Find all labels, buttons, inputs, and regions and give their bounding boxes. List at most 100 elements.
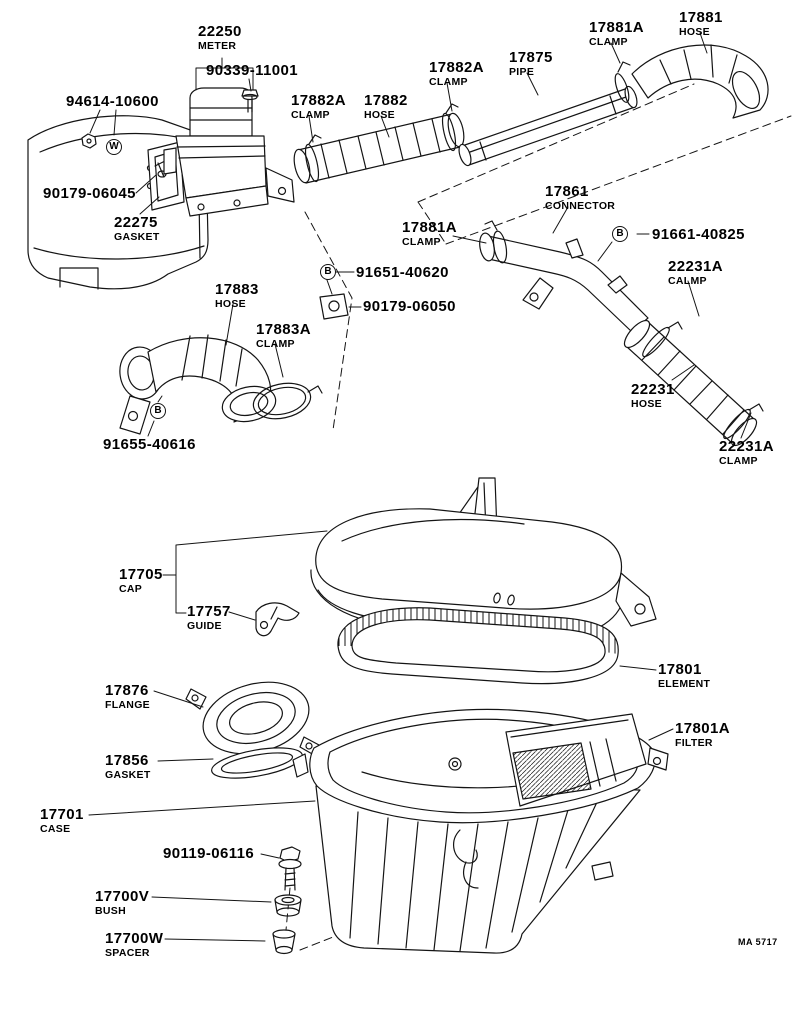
bolt-90339-11001-drawing	[241, 89, 259, 113]
clamp-22231a-top-drawing	[642, 321, 683, 358]
connector-17861-drawing	[479, 232, 649, 333]
part-number: 17882A	[291, 92, 346, 109]
bolt-marker-icon-91651: B	[320, 264, 336, 280]
part-number: 17882A	[429, 59, 484, 76]
washer-marker-icon: W	[106, 139, 122, 155]
bolt-marker-icon-91655: B	[150, 403, 166, 419]
part-number: 17881A	[402, 219, 457, 236]
hose-17883-drawing	[119, 334, 277, 435]
clamp-17881a-mid-drawing	[484, 220, 508, 264]
part-desc: PIPE	[509, 65, 535, 78]
part-number: 17757	[187, 603, 231, 620]
part-number: 17801	[658, 661, 702, 678]
part-number: 22231A	[668, 258, 723, 275]
part-desc: HOSE	[364, 108, 395, 121]
part-desc: HOSE	[679, 25, 710, 38]
part-number: 22231A	[719, 438, 774, 455]
part-number: 94614-10600	[66, 93, 159, 110]
part-number: 17856	[105, 752, 149, 769]
part-desc: CLAMP	[256, 337, 295, 350]
part-desc: CONNECTOR	[545, 199, 616, 212]
part-desc: GUIDE	[187, 619, 222, 632]
hose-17882-drawing	[293, 112, 465, 184]
bolt-90119-06116-drawing	[278, 846, 302, 891]
bracket-90179-06050-drawing	[319, 293, 349, 320]
clamp-22231a-bottom-drawing	[723, 403, 764, 440]
part-desc: CLAMP	[291, 108, 330, 121]
part-number: 22250	[198, 23, 242, 40]
part-desc: SPACER	[105, 946, 150, 959]
part-label-90179-06050: 90179-06050	[363, 298, 456, 316]
spacer-17700w-drawing	[272, 929, 296, 955]
part-desc: CLAMP	[589, 35, 628, 48]
bush-17700v-drawing	[274, 894, 302, 917]
part-number: 91661-40825	[652, 226, 745, 243]
pipe-17875-drawing	[458, 85, 638, 167]
part-desc: GASKET	[105, 768, 151, 781]
nut-94614-drawing	[81, 133, 97, 149]
part-desc: CLAMP	[719, 454, 758, 467]
clamp-17883a-drawing	[252, 382, 323, 420]
part-desc: FLANGE	[105, 698, 150, 711]
part-number: 17882	[364, 92, 408, 109]
part-number: 90119-06116	[163, 845, 255, 862]
gasket-17856-drawing	[211, 747, 303, 779]
part-number: 17701	[40, 806, 84, 823]
air-flow-meter-drawing	[163, 87, 295, 217]
flange-17876-drawing	[185, 681, 320, 756]
case-17701-drawing	[292, 708, 669, 954]
clamp-17882a-left-drawing	[304, 134, 322, 183]
hose-22231-drawing	[623, 319, 758, 447]
part-desc: CLAMP	[402, 235, 441, 248]
part-label-90339-11001: 90339-11001	[206, 62, 298, 80]
part-desc: CLAMP	[429, 75, 468, 88]
part-desc: CASE	[40, 822, 71, 835]
part-label-91651-40620: 91651-40620	[356, 264, 449, 282]
cap-17705-drawing	[310, 477, 657, 638]
part-number: 17705	[119, 566, 163, 583]
part-desc: HOSE	[631, 397, 662, 410]
filter-17801a-drawing	[505, 713, 647, 807]
part-number: 22275	[114, 214, 158, 231]
part-number: 90179-06045	[43, 185, 136, 202]
guide-17757-drawing	[255, 602, 300, 637]
part-number: 17700V	[95, 888, 150, 905]
part-number: 17883A	[256, 321, 311, 338]
part-desc: CALMP	[668, 274, 707, 287]
part-label-90179-06045: 90179-06045	[43, 185, 136, 203]
part-label-91661-40825: 91661-40825	[652, 226, 745, 244]
leader-lines	[88, 32, 752, 942]
part-number: 91651-40620	[356, 264, 449, 281]
part-label-94614-10600: 94614-10600	[66, 93, 159, 111]
part-desc: ELEMENT	[658, 677, 711, 690]
part-number: 22231	[631, 381, 675, 398]
part-desc: BUSH	[95, 904, 126, 917]
part-number: 17876	[105, 682, 149, 699]
part-number: 90339-11001	[206, 62, 298, 79]
part-number: 17883	[215, 281, 259, 298]
part-number: 91655-40616	[103, 436, 196, 453]
hose-17881-drawing	[631, 44, 769, 119]
